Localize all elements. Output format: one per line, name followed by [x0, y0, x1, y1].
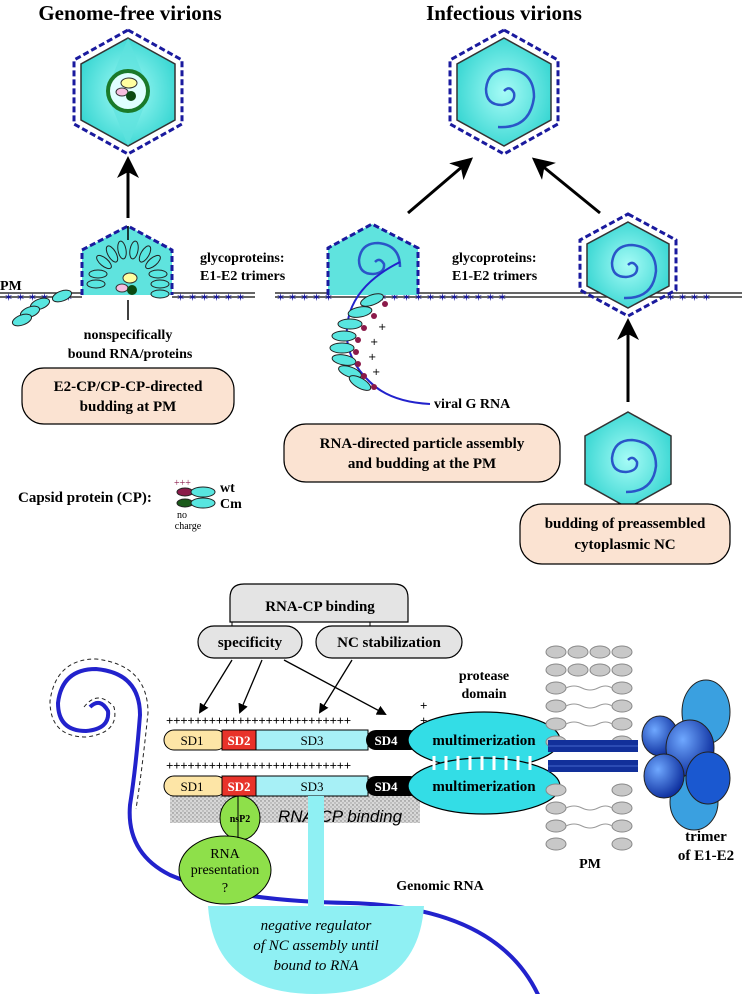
rna-presentation: RNA presentation ?	[178, 835, 272, 905]
specificity-label: specificity	[218, 635, 283, 651]
rna-presentation-q: ?	[222, 881, 228, 896]
svg-text:+: +	[420, 698, 427, 713]
box-e2cp-budding: E2-CP/CP-CP-directed budding at PM	[21, 367, 235, 425]
box-rna-directed-line2: and budding at the PM	[348, 456, 496, 472]
protease-label-1: protease	[459, 669, 509, 684]
box-e2cp-line1: E2-CP/CP-CP-directed	[54, 379, 204, 395]
svg-text:+: +	[370, 337, 378, 348]
plasma-membrane-right: ✶ ✶ ✶ ✶ ✶ ✶ ✶ ✶ ✶ ✶ ✶ ✶ ✶ ✶ ✶ ✶ ✶ ✶ ✶ ✶ …	[275, 212, 742, 405]
sd3-bottom: SD3	[300, 779, 323, 794]
title-infectious: Infectious virions	[426, 1, 582, 25]
nc-stabilization-box: NC stabilization	[315, 625, 463, 659]
sd4-bottom: SD4	[374, 779, 398, 794]
arrow-to-sd4	[283, 659, 387, 715]
capsid-protein-label: Capsid protein (CP):	[18, 490, 152, 506]
viral-g-rna-label: viral G RNA	[434, 397, 511, 412]
glyco-label-right-2: E1-E2 trimers	[452, 269, 538, 284]
box-rna-directed: RNA-directed particle assembly and buddi…	[283, 423, 561, 483]
svg-text:+: +	[368, 352, 376, 363]
multimerization-top-label: multimerization	[432, 733, 536, 749]
glyco-label-left-2: E1-E2 trimers	[200, 269, 286, 284]
plus-marks: +++	[174, 478, 191, 489]
plus-row-top: ++++++++++++++++++++++++++	[166, 713, 351, 728]
svg-text:+: +	[420, 713, 427, 728]
rna-cp-binding-title: RNA-CP binding	[265, 599, 375, 615]
arrow-diag-right	[531, 157, 601, 215]
arrow-to-sd2	[238, 659, 263, 714]
title-genome-free: Genome-free virions	[38, 1, 221, 25]
rna-cp-binding-italic: RNA-CP binding	[278, 807, 403, 826]
rna-presentation-1: RNA	[210, 847, 240, 862]
rna-presentation-2: presentation	[191, 863, 259, 878]
box-preassembled-line1: budding of preassembled	[545, 516, 706, 532]
neg-reg-line3: bound to RNA	[274, 958, 360, 974]
nonspecific-label-2: bound RNA/proteins	[68, 347, 193, 362]
arrow-to-sd3	[318, 659, 353, 714]
sd1-top: SD1	[180, 733, 203, 748]
neg-reg-line2: of NC assembly until	[253, 938, 378, 954]
specificity-box: specificity	[197, 625, 303, 659]
sd3-top: SD3	[300, 733, 323, 748]
capsid-domains-top: SD1 SD2 SD3 SD4	[163, 729, 420, 751]
sd1-bottom: SD1	[180, 779, 203, 794]
nsp2: nsP2	[219, 795, 261, 841]
capsid-domains-bottom: SD1 SD2 SD3 SD4	[163, 775, 420, 797]
infectious-virion-top	[448, 28, 560, 156]
protease-label-2: domain	[461, 687, 506, 702]
multimerization-bottom: multimerization	[407, 757, 561, 815]
plasma-membrane-left: ✶ ✶ ✶ ✶ ✶ ✶ ✶ ✶ ✶ ✶ ✶ ✶	[0, 224, 255, 327]
e1-e2-trimer	[641, 679, 731, 831]
box-rna-directed-line1: RNA-directed particle assembly	[320, 436, 525, 452]
nc-stabilization-label: NC stabilization	[337, 635, 441, 651]
legend-wt: wt	[220, 481, 235, 496]
glyco-label-left-1: glycoproteins:	[200, 251, 285, 266]
plus-row-bottom: ++++++++++++++++++++++++++	[166, 758, 351, 773]
negative-regulator: negative regulator of NC assembly until …	[208, 796, 424, 994]
svg-text:+: +	[378, 322, 386, 333]
neg-reg-line1: negative regulator	[261, 918, 372, 934]
pm-label-bottom: PM	[579, 857, 601, 872]
arrow-to-sd1	[198, 659, 233, 714]
nonspecific-label-1: nonspecifically	[84, 328, 173, 343]
svg-text:✶ ✶ ✶ ✶ ✶ ✶: ✶ ✶ ✶ ✶ ✶ ✶	[176, 292, 245, 304]
genomic-rna	[49, 658, 540, 994]
sd2-top: SD2	[227, 733, 250, 748]
trimer-label-2: of E1-E2	[678, 848, 734, 864]
legend-charge: charge	[175, 521, 202, 532]
multimerization-bottom-label: multimerization	[432, 779, 536, 795]
genomic-rna-label: Genomic RNA	[396, 879, 484, 894]
preassembled-nc	[584, 411, 672, 509]
sd4-top: SD4	[374, 733, 398, 748]
trimer-label-1: trimer	[685, 829, 727, 845]
box-preassembled-line2: cytoplasmic NC	[574, 537, 675, 553]
pm-label-left: PM	[0, 279, 22, 294]
box-e2cp-line2: budding at PM	[80, 399, 177, 415]
legend-cm: Cm	[220, 497, 242, 512]
box-preassembled: budding of preassembled cytoplasmic NC	[519, 503, 731, 565]
nsp2-label: nsP2	[230, 814, 251, 825]
svg-text:✶ ✶ ✶ ✶: ✶ ✶ ✶ ✶	[666, 292, 711, 304]
legend-no: no	[177, 510, 187, 521]
arrow-diag-left	[407, 157, 474, 215]
glyco-label-right-1: glycoproteins:	[452, 251, 537, 266]
multimerization-top: multimerization	[407, 711, 561, 769]
capsid-protein-legend: Capsid protein (CP): +++ wt Cm no charge	[18, 478, 242, 532]
svg-text:+: +	[372, 367, 380, 378]
genome-free-virion	[72, 28, 184, 156]
rna-cp-binding-box: RNA-CP binding	[229, 583, 409, 623]
svg-text:✶ ✶ ✶ ✶ ✶: ✶ ✶ ✶ ✶ ✶	[276, 292, 333, 304]
sd2-bottom: SD2	[227, 779, 250, 794]
